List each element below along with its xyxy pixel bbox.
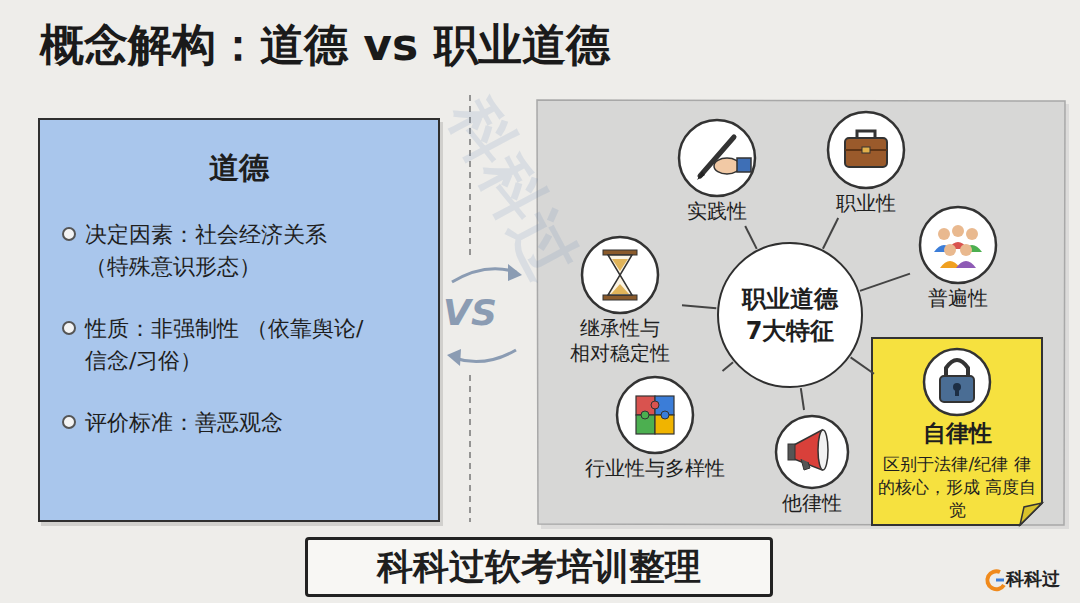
sticky-note <box>1020 503 1042 525</box>
pen-icon <box>697 171 705 180</box>
logo-text: 科科过 <box>1006 567 1060 591</box>
bullet-row: 评价标准：善恶观念 <box>62 407 438 439</box>
briefcase-icon <box>857 131 875 138</box>
bullet-text: 决定因素：社会经济关系 （特殊意识形态） <box>85 219 367 283</box>
spoke-line <box>745 226 757 249</box>
feature-node: 职业性 <box>820 108 912 216</box>
feature-label: 普遍性 <box>916 286 1000 311</box>
briefcase-icon <box>828 112 904 188</box>
hourglass-icon <box>611 284 629 294</box>
feature-label: 职业性 <box>824 191 908 216</box>
feature-label: 实践性 <box>675 199 759 224</box>
briefcase-icon <box>845 138 887 167</box>
feature-node: 普遍性 <box>912 203 1004 311</box>
spoke-line <box>682 305 716 308</box>
sticky-note-node: 自律性区别于法律/纪律 律的核心，形成 高度自觉 <box>876 342 1038 522</box>
people-icon <box>944 244 956 256</box>
note-body: 区别于法律/纪律 律的核心，形成 高度自觉 <box>876 453 1038 522</box>
people-icon <box>952 225 964 237</box>
puzzle-icon <box>617 377 693 453</box>
lock-icon <box>940 376 974 402</box>
bullet-text: 性质：非强制性 （依靠舆论/信念/习俗） <box>85 313 367 377</box>
feature-node: 实践性 <box>671 116 763 224</box>
feature-node: 他律性 <box>768 412 856 516</box>
people-icon <box>960 244 972 256</box>
icon-space <box>613 373 697 456</box>
gray-panel <box>537 100 1065 525</box>
hourglass-icon <box>612 259 628 271</box>
page-title: 概念解构：道德 vs 职业道德 <box>40 16 610 75</box>
pen-icon <box>737 158 751 172</box>
icon-space <box>916 203 1000 286</box>
note-title: 自律性 <box>876 418 1038 449</box>
sticky-note <box>872 338 1042 525</box>
icon-space <box>675 116 759 199</box>
lock-icon <box>955 388 959 396</box>
feature-label: 继承性与 相对稳定性 <box>564 316 676 366</box>
icon-space <box>824 108 908 191</box>
feature-label: 他律性 <box>772 491 852 516</box>
logo-mark <box>996 579 1004 582</box>
puzzle-icon <box>617 377 693 453</box>
icon-space <box>772 412 852 491</box>
megaphone-icon <box>801 459 810 470</box>
megaphone-icon <box>776 416 848 488</box>
hourglass-icon <box>582 237 658 313</box>
puzzle-icon <box>651 401 659 409</box>
spoke-line <box>723 362 734 371</box>
hourglass-icon <box>608 255 632 295</box>
people-icon <box>920 207 996 283</box>
spoke-line <box>823 218 838 249</box>
hourglass-icon <box>582 237 658 313</box>
puzzle-icon <box>641 411 649 419</box>
bullet-marker <box>62 415 76 429</box>
pen-icon <box>679 120 755 196</box>
feature-node: 行业性与多样性 <box>581 373 729 481</box>
megaphone-icon <box>776 416 848 488</box>
icon-space <box>876 342 1038 418</box>
caption-banner: 科科过软考培训整理 <box>305 537 773 597</box>
center-text: 职业道德 7大特征 <box>734 283 846 348</box>
pen-icon <box>714 158 740 174</box>
center-circle: 职业道德 7大特征 <box>717 242 863 388</box>
logo-mark <box>987 571 1004 589</box>
spoke-line <box>801 388 804 410</box>
box-heading: 道德 <box>40 148 438 189</box>
sticky-note <box>872 338 1042 525</box>
feature-node: 继承性与 相对稳定性 <box>560 233 680 366</box>
vs-arrows <box>447 349 461 366</box>
bullet-row: 性质：非强制性 （依靠舆论/信念/习俗） <box>62 313 438 377</box>
people-icon <box>938 228 950 240</box>
bullet-marker <box>62 321 76 335</box>
concept-box: 道德决定因素：社会经济关系 （特殊意识形态） 性质：非强制性 （依靠舆论/信念/习… <box>38 118 440 522</box>
divider <box>469 375 471 522</box>
people-icon <box>966 228 978 240</box>
icon-space <box>578 233 662 316</box>
puzzle-icon <box>661 411 669 419</box>
logo-mark <box>987 571 1004 589</box>
bullet-row: 决定因素：社会经济关系 （特殊意识形态） <box>62 219 438 283</box>
briefcase-icon <box>862 147 870 153</box>
lock-icon <box>924 349 990 415</box>
spoke-line <box>851 357 874 373</box>
lock-icon <box>924 349 990 415</box>
spoke-line <box>860 274 910 291</box>
megaphone-icon <box>818 430 828 470</box>
briefcase-icon <box>828 112 904 188</box>
people-icon <box>956 261 976 268</box>
gray-panel <box>537 100 1069 529</box>
feature-label: 行业性与多样性 <box>585 456 725 481</box>
bullet-text: 评价标准：善恶观念 <box>85 407 367 439</box>
megaphone-icon <box>788 444 795 460</box>
people-icon <box>920 207 996 283</box>
vs-label: VS <box>438 292 502 333</box>
pen-icon <box>679 120 755 196</box>
vs-arrows <box>454 350 516 362</box>
bullet-marker <box>62 227 76 241</box>
